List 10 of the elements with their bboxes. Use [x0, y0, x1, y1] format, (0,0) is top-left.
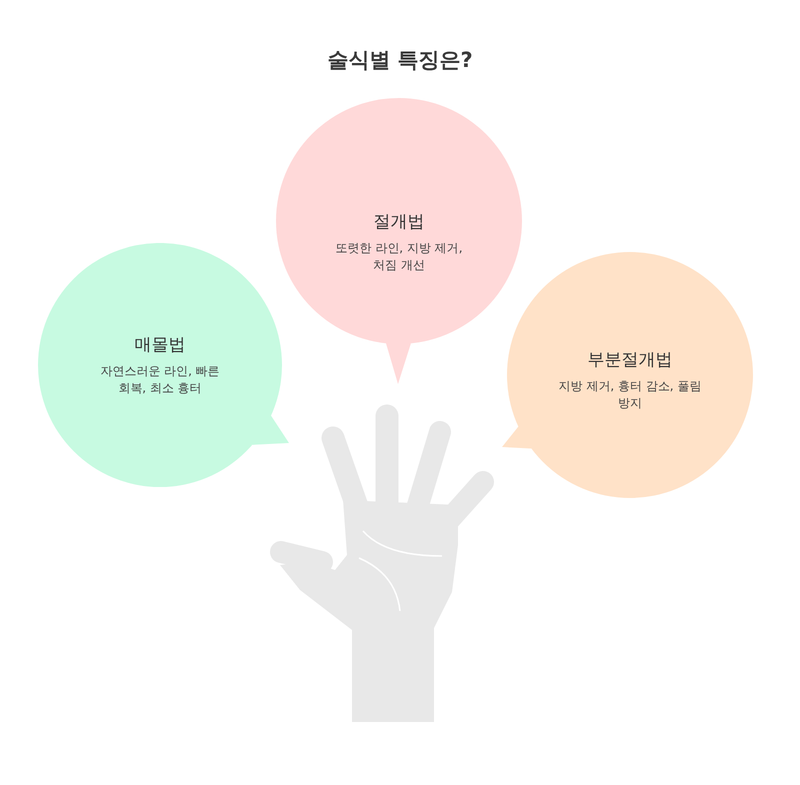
speech-bubble [276, 97, 523, 385]
bubble-text: 지방 제거, 흉터 감소, 풀림 방지 [558, 378, 702, 412]
speech-bubble [38, 243, 290, 488]
bubble-text: 또렷한 라인, 지방 제거, 처짐 개선 [334, 240, 464, 274]
speech-bubble [502, 252, 754, 499]
bubble-heading: 부분절개법 [588, 349, 672, 371]
bubble-text: 자연스러운 라인, 빠른 회복, 최소 흉터 [99, 363, 221, 397]
bubble-heading: 매몰법 [134, 334, 186, 356]
bubble-heading: 절개법 [374, 211, 424, 233]
title: 술식별 특징은? [327, 47, 473, 74]
